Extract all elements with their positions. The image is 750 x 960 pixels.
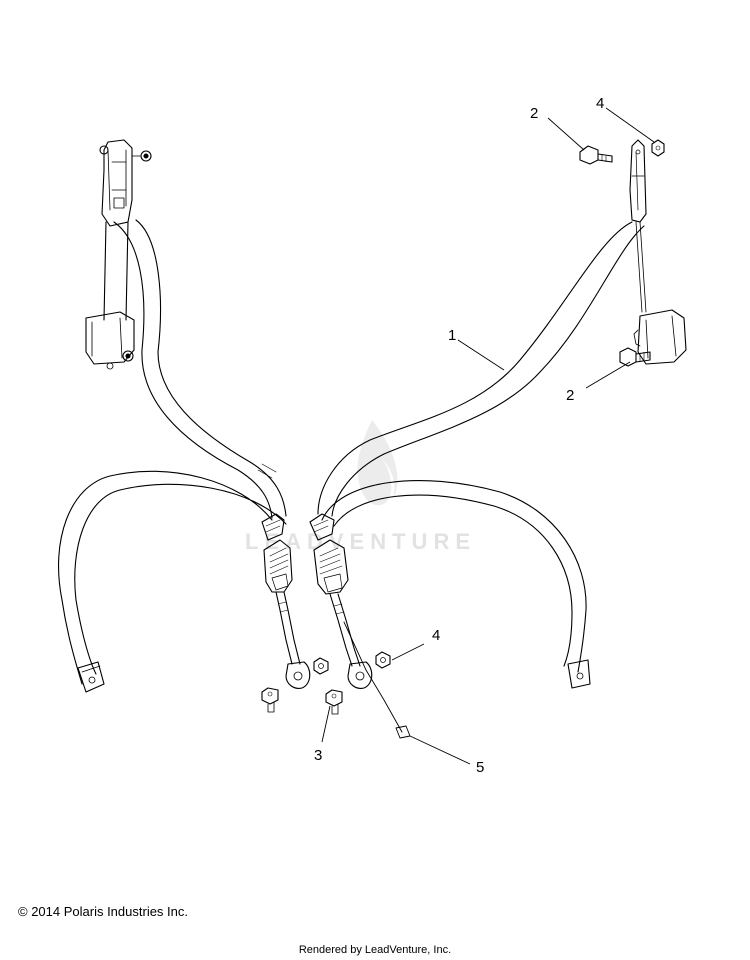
nut-top bbox=[651, 139, 665, 157]
callout-4-lower: 4 bbox=[432, 627, 440, 644]
callout-2-top: 2 bbox=[530, 105, 538, 122]
left-buckle-eyelet bbox=[285, 661, 311, 689]
callout-2-right: 2 bbox=[566, 387, 574, 404]
callout-3: 3 bbox=[314, 747, 322, 764]
bolt-mid-right bbox=[619, 347, 651, 367]
right-latch-plate bbox=[309, 513, 335, 541]
watermark-text: LEADVENTURE bbox=[245, 529, 476, 554]
watermark: LEADVENTURE bbox=[245, 420, 476, 554]
nut-lower-left bbox=[313, 657, 329, 675]
right-belt-assembly bbox=[309, 139, 687, 739]
left-shoulder-strap bbox=[113, 219, 287, 519]
callout-4-top: 4 bbox=[596, 95, 604, 112]
rendered-by-notice: Rendered by LeadVenture, Inc. bbox=[298, 944, 452, 956]
bolt-lower-left bbox=[261, 687, 279, 713]
nut-callout-4 bbox=[375, 651, 391, 669]
right-lap-strap bbox=[321, 480, 587, 673]
right-sensor-wire bbox=[343, 621, 403, 733]
bolt-callout-3 bbox=[325, 689, 343, 715]
bolt-top bbox=[579, 145, 613, 165]
right-retractor bbox=[637, 309, 687, 365]
watermark-flame-icon bbox=[357, 420, 398, 506]
leader-lines bbox=[321, 107, 655, 765]
left-latch-plate bbox=[261, 513, 285, 541]
left-belt-assembly bbox=[58, 139, 311, 693]
left-lap-strap bbox=[58, 470, 287, 685]
left-upper-anchor bbox=[101, 139, 133, 227]
callout-5: 5 bbox=[476, 759, 484, 776]
callouts: 1 2 4 2 4 3 5 bbox=[314, 95, 604, 776]
right-shoulder-strap bbox=[317, 221, 645, 517]
hardware bbox=[261, 139, 665, 715]
right-upper-anchor bbox=[629, 139, 647, 223]
right-buckle bbox=[313, 539, 349, 595]
copyright-notice: © 2014 Polaris Industries Inc. bbox=[18, 904, 188, 919]
right-buckle-eyelet bbox=[347, 661, 373, 689]
callout-1: 1 bbox=[448, 327, 456, 344]
